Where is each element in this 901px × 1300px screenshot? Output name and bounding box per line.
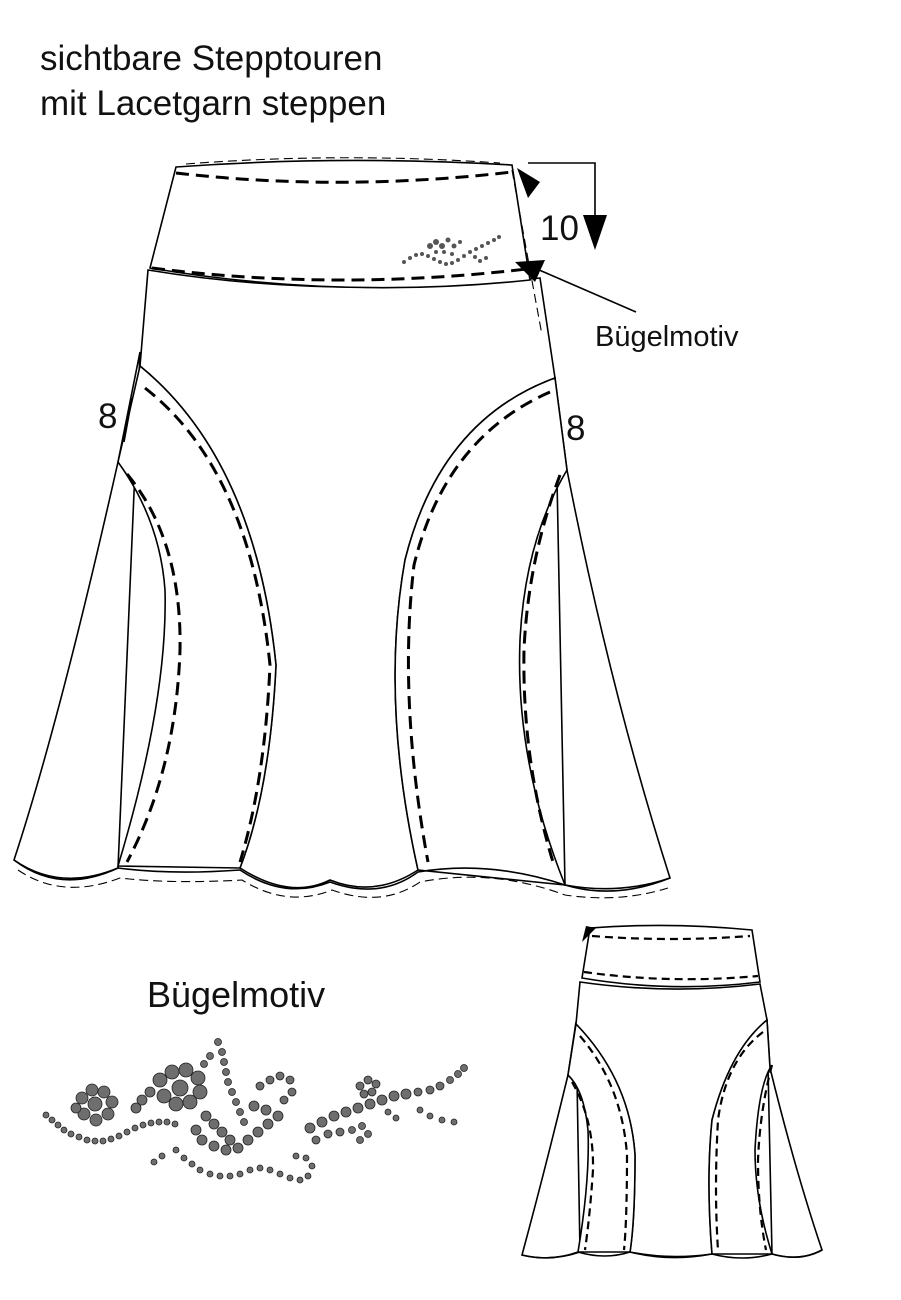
waist-top-edge-stitch	[185, 157, 501, 165]
dimension-10-arrowhead	[583, 215, 607, 250]
hem-line	[13, 859, 671, 890]
left-side-panel	[116, 364, 277, 869]
waist-corner-marker	[517, 168, 540, 198]
right-godet	[554, 377, 671, 892]
small-skirt	[521, 924, 823, 1259]
godet-left-tick	[123, 397, 133, 443]
dimension-8-right-label: 8	[566, 409, 586, 448]
motif-caption: Bügelmotiv	[147, 974, 326, 1015]
dimension-10-line	[528, 162, 596, 225]
rhinestone-motif	[42, 1038, 468, 1184]
right-side-panel	[394, 376, 568, 886]
small-waist-top-stitch	[591, 934, 751, 941]
waistband	[149, 159, 531, 289]
hem-stitching	[17, 869, 669, 899]
left-godet	[13, 351, 141, 880]
small-left-stitch-inner	[579, 1035, 629, 1251]
waist-top-stitch	[175, 170, 513, 184]
waist-seam-stitch	[151, 266, 536, 282]
right-panel-stitch-outer	[522, 474, 562, 863]
motif-callout-arrowhead	[515, 260, 545, 282]
small-hem-line	[521, 1249, 823, 1259]
small-waistband	[581, 924, 761, 988]
main-skirt	[13, 157, 671, 899]
motif-callout-label: Bügelmotiv	[595, 321, 739, 353]
right-panel-stitch-inner	[406, 390, 551, 863]
motif-callout-leader	[529, 265, 637, 313]
waistband-motif	[402, 235, 501, 266]
small-right-stitch-outer	[756, 1064, 774, 1251]
small-waist-seam-stitch	[583, 970, 759, 981]
instruction-text: sichtbare Stepptouren mit Lacetgarn step…	[40, 36, 386, 126]
left-panel-stitch-outer	[125, 473, 182, 863]
small-right-stitch-inner	[714, 1031, 764, 1251]
small-right-godet	[766, 1019, 823, 1258]
dimension-10-label: 10	[540, 209, 579, 248]
instruction-line-1: sichtbare Stepptouren	[40, 39, 383, 78]
small-left-stitch-outer	[571, 1081, 595, 1251]
left-panel-stitch-inner	[144, 386, 272, 863]
dimension-8-left-label: 8	[98, 397, 118, 436]
small-waist-corner-marker	[582, 926, 596, 942]
instruction-line-2: mit Lacetgarn steppen	[40, 84, 387, 123]
